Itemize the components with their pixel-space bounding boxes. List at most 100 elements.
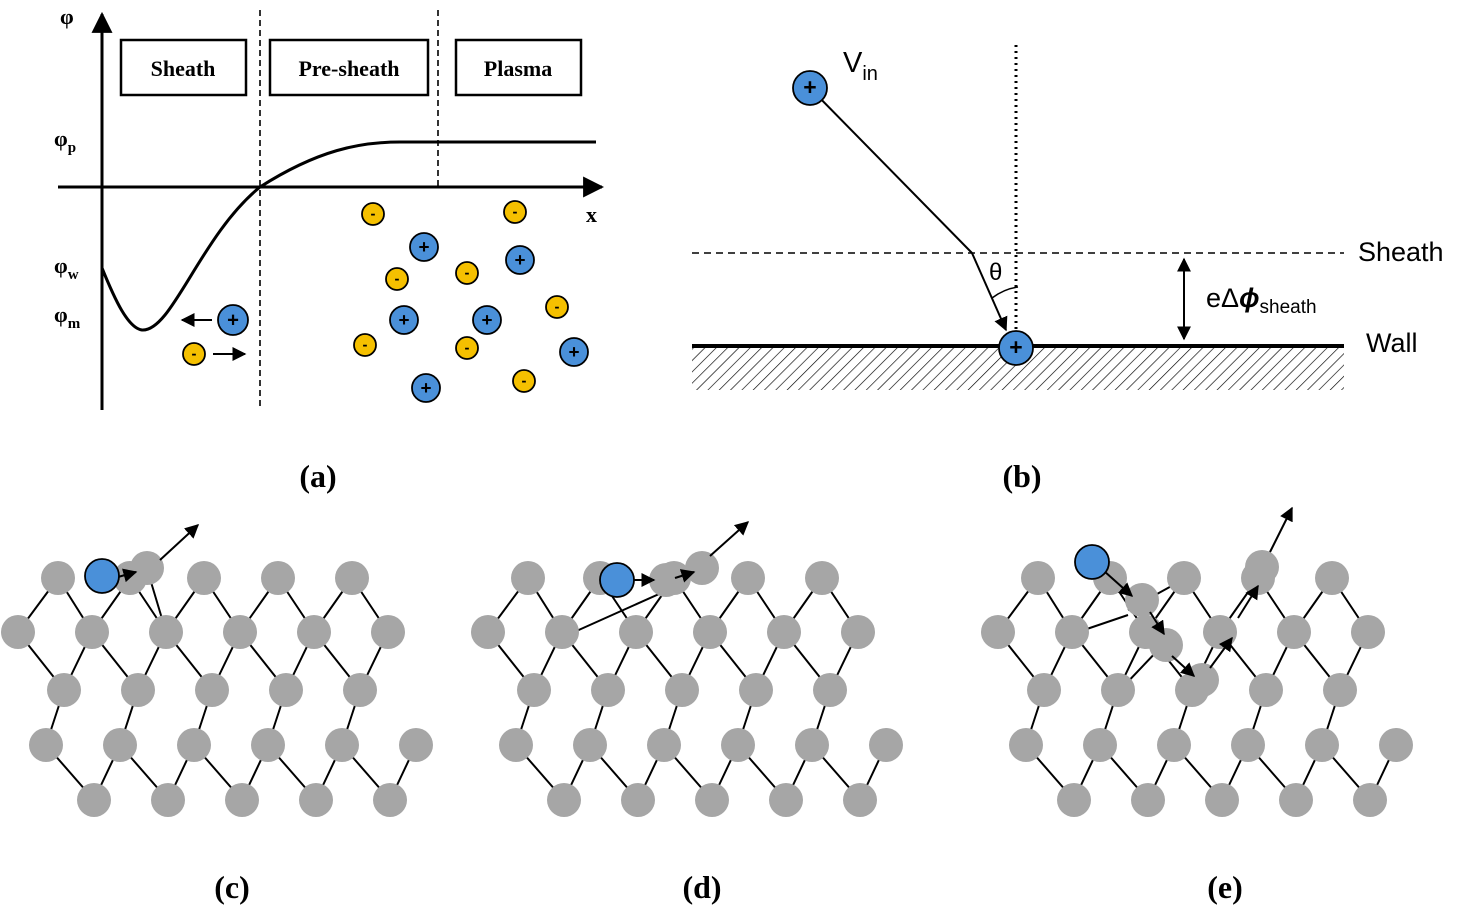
- lattice-atom: [1279, 783, 1313, 817]
- lattice-atom: [1055, 615, 1089, 649]
- plasma-box-label: Plasma: [484, 56, 552, 81]
- caption-a: (a): [299, 458, 336, 494]
- electron-particle: -: [182, 342, 206, 366]
- plus-sign: +: [803, 74, 816, 100]
- potential-curve: [100, 140, 596, 332]
- minus-sign: -: [555, 300, 560, 316]
- ion-circle: [472, 305, 502, 335]
- momentum-arrow: [1171, 655, 1196, 677]
- minus-sign: -: [465, 341, 470, 357]
- phi-p-label: φp: [54, 126, 76, 156]
- momentum-arrow: [674, 569, 696, 583]
- ion-particle: +: [411, 373, 441, 403]
- lattice-atom: [195, 673, 229, 707]
- lattice-atom: [151, 783, 185, 817]
- lattice-atom: [297, 615, 331, 649]
- lattice-atom: [29, 728, 63, 762]
- x-axis-label: x: [586, 202, 597, 227]
- lattice-atom: [373, 783, 407, 817]
- lattice-atom: [223, 615, 257, 649]
- electron-circle: [455, 336, 479, 360]
- minus-sign: -: [513, 205, 518, 221]
- lattice-atom: [619, 615, 653, 649]
- lattice-atom: [647, 728, 681, 762]
- lattice-atom: [1167, 561, 1201, 595]
- lattice-atom: [695, 783, 729, 817]
- ion-circle: [505, 245, 535, 275]
- plus-sign: +: [568, 342, 579, 363]
- panel-d: (d): [471, 521, 903, 905]
- lattice-atom: [805, 561, 839, 595]
- lattice-atom: [1009, 728, 1043, 762]
- minus-sign: -: [363, 338, 368, 354]
- lattice-atom: [721, 728, 755, 762]
- ion-circle: [792, 70, 828, 106]
- displaced-atom: [685, 551, 719, 585]
- lattice-atom: [1231, 728, 1265, 762]
- lattice: [1, 524, 433, 817]
- presheath-box-label: Pre-sheath: [298, 56, 399, 81]
- plus-sign: +: [1009, 334, 1022, 360]
- lattice-atom: [621, 783, 655, 817]
- lattice-atom: [1157, 728, 1191, 762]
- electron-circle: [545, 295, 569, 319]
- lattice-atom: [591, 673, 625, 707]
- lattice-atom: [1305, 728, 1339, 762]
- momentum-arrow: [1149, 611, 1165, 636]
- lattice-atom: [77, 783, 111, 817]
- lattice-bond: [571, 589, 669, 634]
- lattice-atom: [269, 673, 303, 707]
- lattice-atom: [1249, 673, 1283, 707]
- ion-circle: [998, 330, 1034, 366]
- particle-layer-b: ++: [792, 70, 1034, 366]
- lattice-atom: [177, 728, 211, 762]
- lattice-atom: [1131, 783, 1165, 817]
- lattice-atom: [1027, 673, 1061, 707]
- lattice-atom: [41, 561, 75, 595]
- displaced-atom: [1185, 663, 1219, 697]
- displaced-atom: [649, 563, 683, 597]
- lattice-atom: [261, 561, 295, 595]
- lattice-atom: [547, 783, 581, 817]
- lattice-atom: [1277, 615, 1311, 649]
- phi-m-label: φm: [54, 302, 81, 332]
- plus-sign: +: [227, 309, 239, 331]
- ion-particle: +: [792, 70, 828, 106]
- lattice-atom: [841, 615, 875, 649]
- electron-particle: -: [385, 267, 409, 291]
- lattice-atom: [335, 561, 369, 595]
- ion-circle: [559, 337, 589, 367]
- caption-b: (b): [1002, 458, 1041, 494]
- lattice-atom: [813, 673, 847, 707]
- phi-w-label: φw: [54, 253, 79, 283]
- sheath-box: [119, 38, 248, 97]
- presheath-box: [268, 38, 430, 97]
- ion-particle: +: [472, 305, 502, 335]
- particle-layer: +++++++---------: [182, 200, 589, 403]
- minus-sign: -: [465, 266, 470, 282]
- lattice-atom: [1315, 561, 1349, 595]
- displaced-atom: [1245, 550, 1279, 584]
- lattice-atom: [517, 673, 551, 707]
- lattice-atom: [693, 615, 727, 649]
- panel-b: θ eΔϕsheath Sheath Wall Vin ++ (b): [692, 45, 1444, 494]
- minus-sign: -: [371, 207, 376, 223]
- electron-particle: -: [503, 200, 527, 224]
- velocity-label: Vin: [843, 47, 878, 85]
- electron-circle: [512, 369, 536, 393]
- plus-sign: +: [418, 237, 429, 258]
- lattice-atom: [545, 615, 579, 649]
- ion-trajectory-outer: [809, 87, 973, 254]
- sheath-box-label: Sheath: [151, 56, 216, 81]
- ion-particle: +: [505, 245, 535, 275]
- lattice-atom: [499, 728, 533, 762]
- plus-sign: +: [514, 250, 525, 271]
- lattice-atom: [1083, 728, 1117, 762]
- angle-label: θ: [989, 259, 1002, 286]
- ion-particle: +: [389, 305, 419, 335]
- electron-particle: -: [545, 295, 569, 319]
- electron-particle: -: [455, 261, 479, 285]
- lattice-atom: [399, 728, 433, 762]
- lattice: [471, 521, 903, 817]
- lattice-atom: [47, 673, 81, 707]
